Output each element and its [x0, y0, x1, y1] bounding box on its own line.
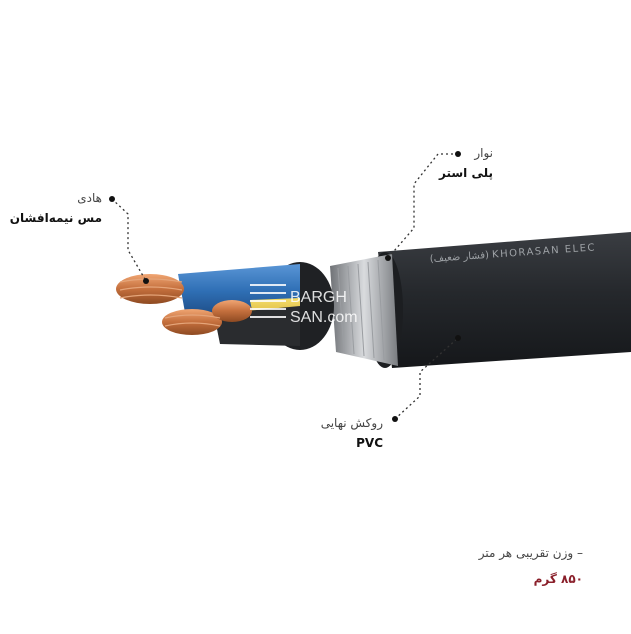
sheath-label-value: PVC [356, 436, 383, 450]
outer-sheath [378, 232, 631, 368]
sheath-label: روکش نهایی PVC [321, 416, 383, 450]
watermark-logo: BARGH SAN.com [250, 284, 358, 326]
callout-dot-conductor-end [143, 278, 149, 284]
callout-dot-sheath-start [392, 416, 398, 422]
weight-title-text: وزن تقریبی هر متر [478, 546, 574, 560]
conductor-label-value: مس نیمه‌افشان [9, 211, 102, 225]
tape-label-title: نوار [474, 146, 493, 160]
callout-lines [111, 153, 459, 420]
watermark-line1: BARGH [290, 289, 347, 306]
weight-value: ۸۵۰ گرم [533, 572, 583, 586]
conductor-label: هادی مس نیمه‌افشان [10, 191, 102, 225]
sheath-label-title: روکش نهایی [320, 416, 383, 430]
callout-dot-conductor-start [109, 196, 115, 202]
conductor-label-title: هادی [77, 191, 102, 205]
callout-dot-tape-start [455, 151, 461, 157]
callout-dot-sheath-end [455, 335, 461, 341]
tape-label-value: پلی استر [439, 166, 493, 180]
bullet-dash: – [573, 546, 583, 560]
steel-armour [330, 254, 398, 366]
weight-info: – وزن تقریبی هر متر ۸۵۰ گرم [479, 546, 583, 586]
tape-label: نوار پلی استر [439, 146, 493, 180]
callout-dot-tape-end [385, 255, 391, 261]
copper-conductor-3 [212, 300, 252, 322]
weight-title: – وزن تقریبی هر متر [479, 546, 583, 560]
watermark-line2: SAN.com [290, 309, 358, 326]
